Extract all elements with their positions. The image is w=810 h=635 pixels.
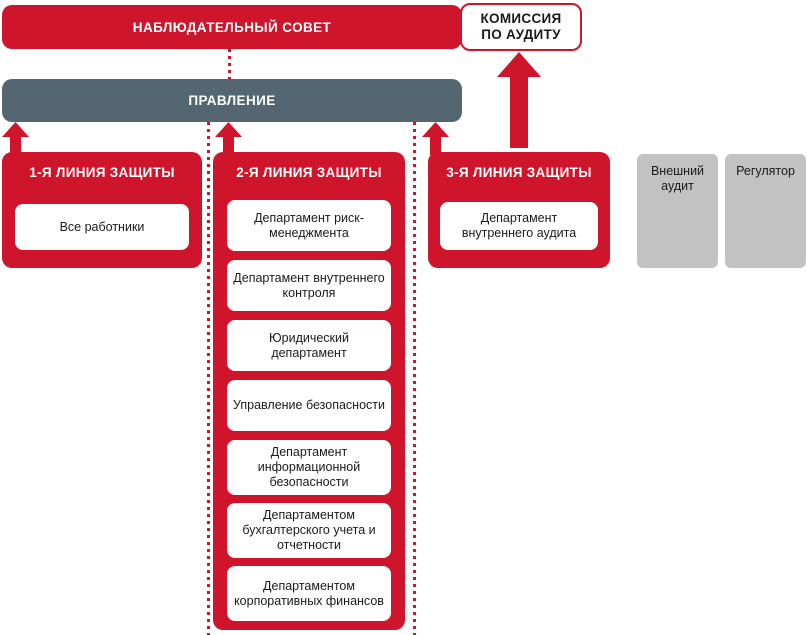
external-audit-block[interactable]: Внешний аудит bbox=[637, 154, 718, 268]
audit-committee-label-line2: ПО АУДИТУ bbox=[481, 27, 561, 42]
line-1-title: 1-Я ЛИНИЯ ЗАЩИТЫ bbox=[29, 164, 175, 180]
supervisory-board-box[interactable]: НАБЛЮДАТЕЛЬНЫЙ СОВЕТ bbox=[2, 5, 462, 49]
supervisory-board-label: НАБЛЮДАТЕЛЬНЫЙ СОВЕТ bbox=[132, 19, 332, 35]
line-2-column[interactable]: 2-Я ЛИНИЯ ЗАЩИТЫ Департамент риск-менедж… bbox=[213, 152, 405, 630]
arrow-line2-to-management-icon bbox=[215, 122, 242, 155]
line-2-title: 2-Я ЛИНИЯ ЗАЩИТЫ bbox=[236, 164, 382, 180]
connector-board-to-management bbox=[228, 49, 231, 79]
line-3-column[interactable]: 3-Я ЛИНИЯ ЗАЩИТЫ Департамент внутреннего… bbox=[428, 152, 610, 268]
line-1-item-0[interactable]: Все работники bbox=[15, 204, 189, 250]
management-board-box[interactable]: ПРАВЛЕНИЕ bbox=[2, 79, 462, 122]
audit-committee-box[interactable]: КОМИССИЯ ПО АУДИТУ bbox=[460, 3, 582, 51]
management-board-label: ПРАВЛЕНИЕ bbox=[188, 93, 276, 108]
audit-committee-label-line1: КОМИССИЯ bbox=[480, 11, 562, 27]
line-3-item-0[interactable]: Департамент внутреннего аудита bbox=[440, 202, 598, 250]
arrow-line3-to-management-icon bbox=[422, 122, 449, 155]
connector-line2-left-guide bbox=[207, 122, 210, 635]
arrow-line3-to-audit-committee-icon bbox=[497, 52, 541, 148]
line-3-title: 3-Я ЛИНИЯ ЗАЩИТЫ bbox=[446, 164, 592, 180]
external-audit-label: Внешний аудит bbox=[650, 164, 705, 193]
regulator-label: Регулятор bbox=[736, 164, 795, 178]
line-2-item-6[interactable]: Департаментом корпоративных финансов bbox=[227, 566, 391, 621]
line-2-item-3[interactable]: Управление безопасности bbox=[227, 380, 391, 431]
line-2-item-4[interactable]: Департамент информационной безопасности bbox=[227, 440, 391, 495]
line-1-column[interactable]: 1-Я ЛИНИЯ ЗАЩИТЫ Все работники bbox=[2, 152, 202, 268]
connector-line2-right-guide bbox=[413, 122, 416, 635]
line-2-item-2[interactable]: Юридический департамент bbox=[227, 320, 391, 371]
line-2-item-5[interactable]: Департаментом бухгалтерского учета и отч… bbox=[227, 503, 391, 558]
regulator-block[interactable]: Регулятор bbox=[725, 154, 806, 268]
arrow-line1-to-management-icon bbox=[2, 122, 29, 155]
line-2-item-0[interactable]: Департамент риск-менеджмента bbox=[227, 200, 391, 251]
line-2-item-1[interactable]: Департамент внутреннего контроля bbox=[227, 260, 391, 311]
